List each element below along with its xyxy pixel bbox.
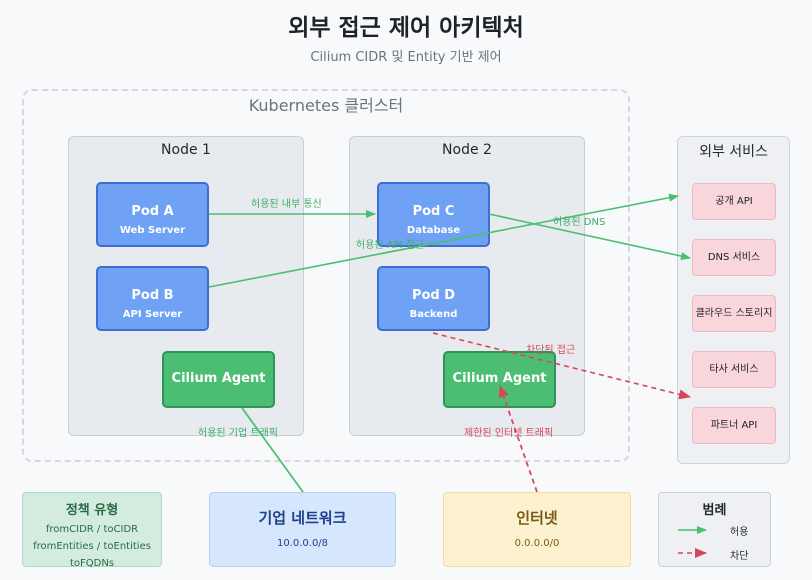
legend-title: 범례 xyxy=(702,503,727,518)
policy-line-entities: fromEntities / toEntities xyxy=(33,541,151,552)
service-dns[interactable]: DNS 서비스 xyxy=(692,239,776,276)
legend-box: 범례 xyxy=(658,492,771,567)
node-1-label: Node 1 xyxy=(161,142,211,158)
pod-c-subtitle: Database xyxy=(406,225,461,236)
label-internet-traffic: 제한된 인터넷 트래픽 xyxy=(464,428,554,439)
service-third-party[interactable]: 타사 서비스 xyxy=(692,351,776,388)
corporate-network-title: 기업 네트워크 xyxy=(258,509,347,527)
cilium-agent-node-2[interactable]: Cilium Agent xyxy=(443,351,556,408)
legend-deny-label: 차단 xyxy=(730,551,749,562)
service-public-api[interactable]: 공개 API xyxy=(692,183,776,220)
internet-cidr: 0.0.0.0/0 xyxy=(514,538,560,549)
policy-types-box: 정책 유형 fromCIDR / toCIDR fromEntities / t… xyxy=(22,492,162,569)
internet-box[interactable]: 인터넷 0.0.0.0/0 xyxy=(443,492,631,567)
pod-b-subtitle: API Server xyxy=(122,309,183,320)
edge-pod-d-to-partner-blocked xyxy=(432,332,691,400)
label-allowed-api: 허용된 API 접근 xyxy=(356,240,425,251)
label-internal-traffic: 허용된 내부 통신 xyxy=(251,199,322,210)
pod-b-title: Pod B xyxy=(131,288,174,303)
pod-c-title: Pod C xyxy=(412,204,455,219)
label-blocked-access: 차단된 접근 xyxy=(526,345,576,356)
edge-corp-to-agent-1 xyxy=(241,407,304,493)
policy-line-fqdn: toFQDNs xyxy=(69,558,115,569)
pod-a-title: Pod A xyxy=(131,204,174,219)
legend-allow-label: 허용 xyxy=(730,527,749,538)
pod-a[interactable]: Pod A Web Server xyxy=(96,182,209,247)
node-2-label: Node 2 xyxy=(442,142,492,158)
diagram-subtitle: Cilium CIDR 및 Entity 기반 제어 xyxy=(310,50,502,65)
policy-title: 정책 유형 xyxy=(65,503,119,518)
internet-title: 인터넷 xyxy=(516,509,558,527)
service-partner-api[interactable]: 파트너 API xyxy=(692,407,776,444)
diagram-title: 외부 접근 제어 아키텍처 xyxy=(288,15,524,41)
cluster-label: Kubernetes 클러스터 xyxy=(248,96,404,115)
pod-d-title: Pod D xyxy=(411,288,456,303)
pod-d-subtitle: Backend xyxy=(409,309,458,320)
label-corp-traffic: 허용된 기업 트래픽 xyxy=(198,428,278,439)
label-allowed-dns: 허용된 DNS xyxy=(553,217,606,228)
pod-b[interactable]: Pod B API Server xyxy=(96,266,209,331)
corporate-network-box[interactable]: 기업 네트워크 10.0.0.0/8 xyxy=(209,492,396,567)
pod-c[interactable]: Pod C Database xyxy=(377,182,490,247)
pod-a-subtitle: Web Server xyxy=(119,225,186,236)
service-cloud-storage[interactable]: 클라우드 스토리지 xyxy=(692,295,776,332)
edge-pod-c-to-dns xyxy=(488,213,691,260)
cilium-agent-node-1[interactable]: Cilium Agent xyxy=(162,351,275,408)
policy-line-cidr: fromCIDR / toCIDR xyxy=(45,524,139,535)
pod-d[interactable]: Pod D Backend xyxy=(377,266,490,331)
external-services-label: 외부 서비스 xyxy=(699,144,768,160)
corporate-network-cidr: 10.0.0.0/8 xyxy=(276,538,329,549)
kubernetes-cluster xyxy=(22,89,630,462)
edge-internet-to-agent-2 xyxy=(498,385,538,493)
edge-pod-b-to-public-api xyxy=(208,193,679,288)
